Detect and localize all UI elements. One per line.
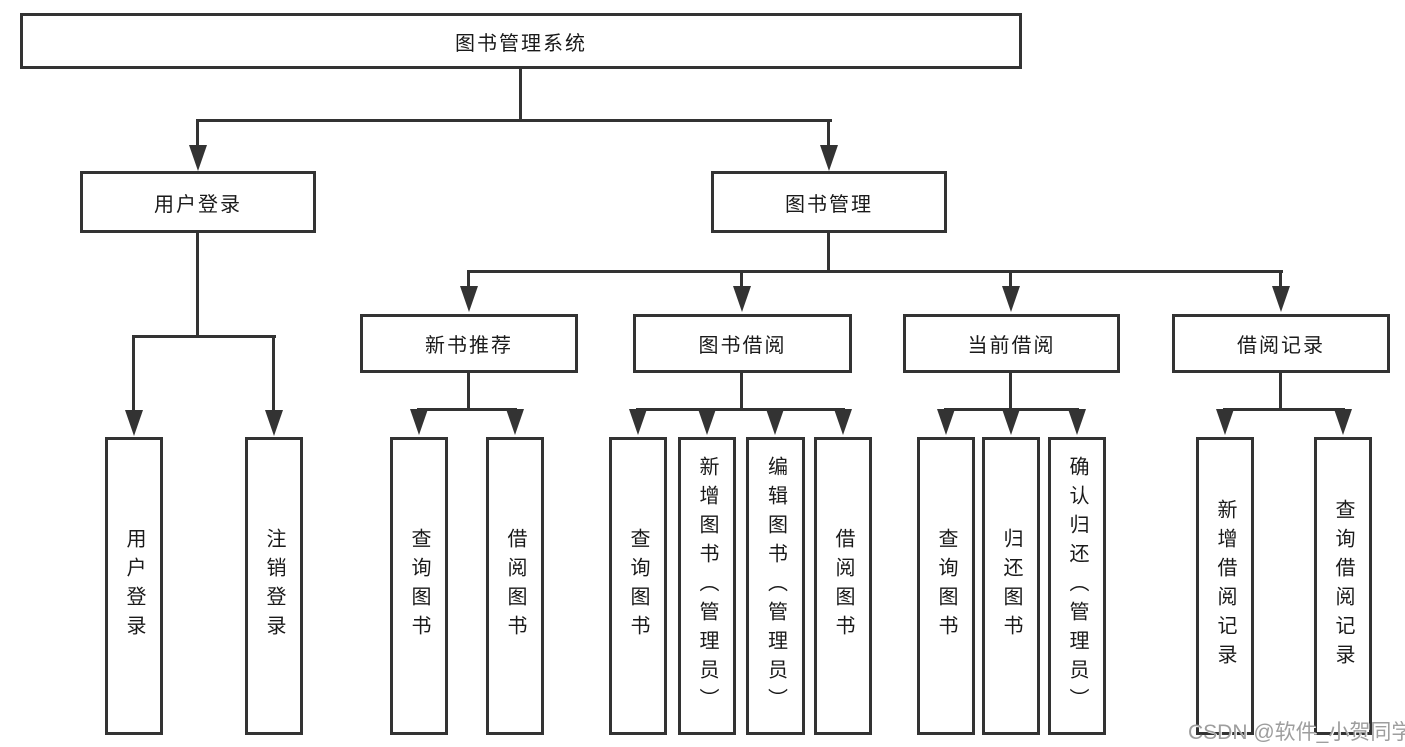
leaf-bb-add-books-admin: 新增图书（管理员） [678,437,736,735]
node-book-borrowing: 图书借阅 [633,314,852,373]
arrow-down-icon [733,286,751,312]
leaf-br-query-record: 查询借阅记录 [1314,437,1372,735]
connector-book-mgmt-branch [467,270,1283,273]
leaf-bb-query-books: 查询图书 [609,437,667,735]
connector-to-current-borrow [1009,270,1012,287]
connector-to-borrow-record [1279,270,1282,287]
connector-root-branch [196,119,832,122]
node-root-library-system: 图书管理系统 [20,13,1022,69]
connector-root-stem [519,69,522,119]
arrow-down-icon [1002,409,1020,435]
arrow-down-icon [1068,409,1086,435]
leaf-logout: 注销登录 [245,437,303,735]
leaf-bb-borrow-books: 借阅图书 [814,437,872,735]
connector-new-book-rec-stem [467,373,470,408]
leaf-user-login: 用户登录 [105,437,163,735]
connector-user-login-drop1 [132,335,135,411]
node-user-login: 用户登录 [80,171,316,233]
arrow-down-icon [410,409,428,435]
leaf-bb-edit-books-admin: 编辑图书（管理员） [746,437,805,735]
arrow-down-icon [1216,409,1234,435]
arrow-down-icon [937,409,955,435]
connector-to-book-borrow [740,270,743,287]
node-book-management: 图书管理 [711,171,947,233]
arrow-down-icon [698,409,716,435]
arrow-down-icon [1272,286,1290,312]
leaf-cb-query-books: 查询图书 [917,437,975,735]
connector-current-borrow-stem [1009,373,1012,408]
connector-to-new-book-rec [467,270,470,287]
leaf-nbr-borrow-books: 借阅图书 [486,437,544,735]
leaf-nbr-query-books: 查询图书 [390,437,448,735]
connector-book-borrow-branch [636,408,845,411]
connector-user-login-branch [132,335,276,338]
arrow-down-icon [1334,409,1352,435]
arrow-down-icon [1002,286,1020,312]
arrow-down-icon [265,410,283,436]
arrow-down-icon [460,286,478,312]
arrow-down-icon [629,409,647,435]
leaf-cb-confirm-return-admin: 确认归还（管理员） [1048,437,1106,735]
arrow-down-icon [834,409,852,435]
leaf-cb-return-books: 归还图书 [982,437,1040,735]
connector-book-borrow-stem [740,373,743,408]
arrow-down-icon [820,145,838,171]
connector-root-to-user-login [196,119,199,147]
connector-borrow-record-stem [1279,373,1282,408]
node-new-book-recommend: 新书推荐 [360,314,578,373]
arrow-down-icon [125,410,143,436]
arrow-down-icon [766,409,784,435]
node-borrowing-records: 借阅记录 [1172,314,1390,373]
connector-borrow-record-branch [1223,408,1345,411]
connector-root-to-book-mgmt [827,119,830,147]
connector-new-book-rec-branch [417,408,517,411]
watermark: CSDN @软件_小贺同学 [1188,721,1405,744]
node-current-borrowing: 当前借阅 [903,314,1120,373]
connector-book-mgmt-stem [827,233,830,270]
arrow-down-icon [189,145,207,171]
connector-user-login-stem [196,233,199,335]
arrow-down-icon [506,409,524,435]
connector-user-login-drop2 [272,335,275,411]
leaf-br-add-record: 新增借阅记录 [1196,437,1254,735]
